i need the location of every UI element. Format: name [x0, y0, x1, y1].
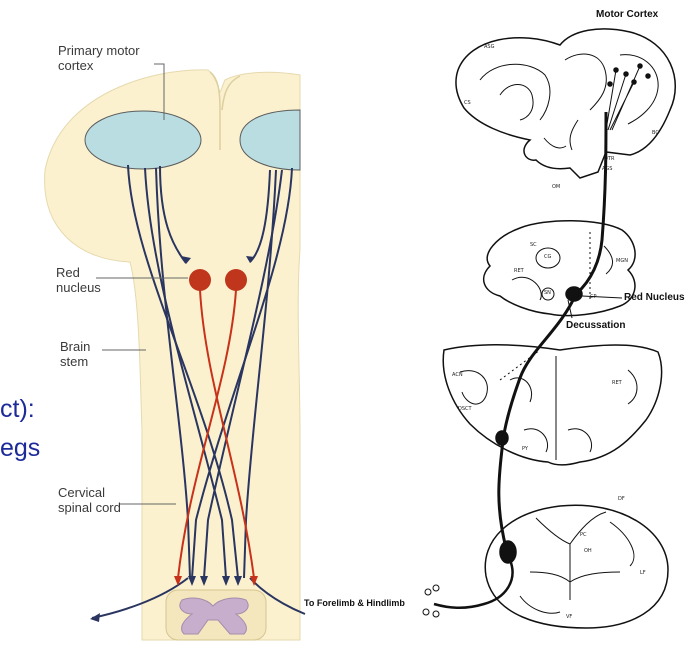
neuron-dot	[608, 82, 612, 86]
slide-text-line-2: egs	[0, 432, 40, 465]
section-tag: RET	[612, 380, 622, 386]
section-tag: OM	[552, 184, 560, 190]
label-decussation: Decussation	[566, 320, 625, 331]
limb-endings	[423, 585, 439, 617]
label-red-nucleus: Red nucleus	[56, 266, 101, 295]
section-tag: BC	[652, 130, 659, 136]
section-tag: SC	[530, 242, 537, 248]
section-tag: ASG	[484, 44, 494, 50]
label-brain-stem: Brain stem	[60, 340, 90, 369]
label-cervical-spinal-cord: Cervical spinal cord	[58, 486, 121, 515]
section-tag: MGN	[616, 258, 628, 264]
section-tag: CG	[544, 254, 551, 260]
label-line: cortex	[58, 59, 140, 74]
right-diagram	[423, 29, 675, 628]
label-red-nucleus-right: Red Nucleus	[624, 292, 685, 303]
section-tag: PC	[580, 532, 587, 538]
label-primary-motor-cortex: Primary motor cortex	[58, 44, 140, 73]
label-line: Primary motor	[58, 44, 140, 59]
neuron-dot	[646, 74, 650, 78]
label-line: spinal cord	[58, 501, 121, 516]
red-nucleus-right	[225, 269, 247, 291]
label-line: Cervical	[58, 486, 121, 501]
section-tag: CS	[464, 100, 471, 106]
cortex-section	[456, 29, 675, 178]
section-tag: LF	[640, 570, 646, 576]
section-tag: ACN	[452, 372, 463, 378]
limb-ending	[423, 609, 429, 615]
limb-ending	[425, 589, 431, 595]
label-to-forelimb-hindlimb: To Forelimb & Hindlimb	[304, 598, 405, 608]
label-line: nucleus	[56, 281, 101, 296]
section-tag: DF	[618, 496, 625, 502]
section-tag: VF	[566, 614, 572, 620]
label-line: stem	[60, 355, 90, 370]
section-tag: SN	[544, 290, 551, 296]
section-tag: PY	[522, 446, 528, 452]
label-motor-cortex: Motor Cortex	[596, 9, 658, 20]
red-nucleus-left	[189, 269, 211, 291]
limb-ending	[433, 611, 439, 617]
medulla-section	[443, 345, 661, 465]
section-tag: OTR	[604, 156, 614, 162]
midbrain-section	[484, 221, 635, 316]
spinal-tract-dot	[500, 541, 516, 563]
section-tag: RET	[514, 268, 524, 274]
label-line: Brain	[60, 340, 90, 355]
limb-ending	[433, 585, 439, 591]
arrowhead	[90, 613, 100, 622]
section-tag: OH	[584, 548, 592, 554]
section-tag: CP	[590, 294, 597, 300]
slide-text-line-1: ct):	[0, 393, 35, 426]
label-line: Red	[56, 266, 101, 281]
section-tag: DSCT	[458, 406, 472, 412]
primary-motor-cortex-left	[85, 111, 201, 169]
section-tag: AGS	[602, 166, 612, 172]
